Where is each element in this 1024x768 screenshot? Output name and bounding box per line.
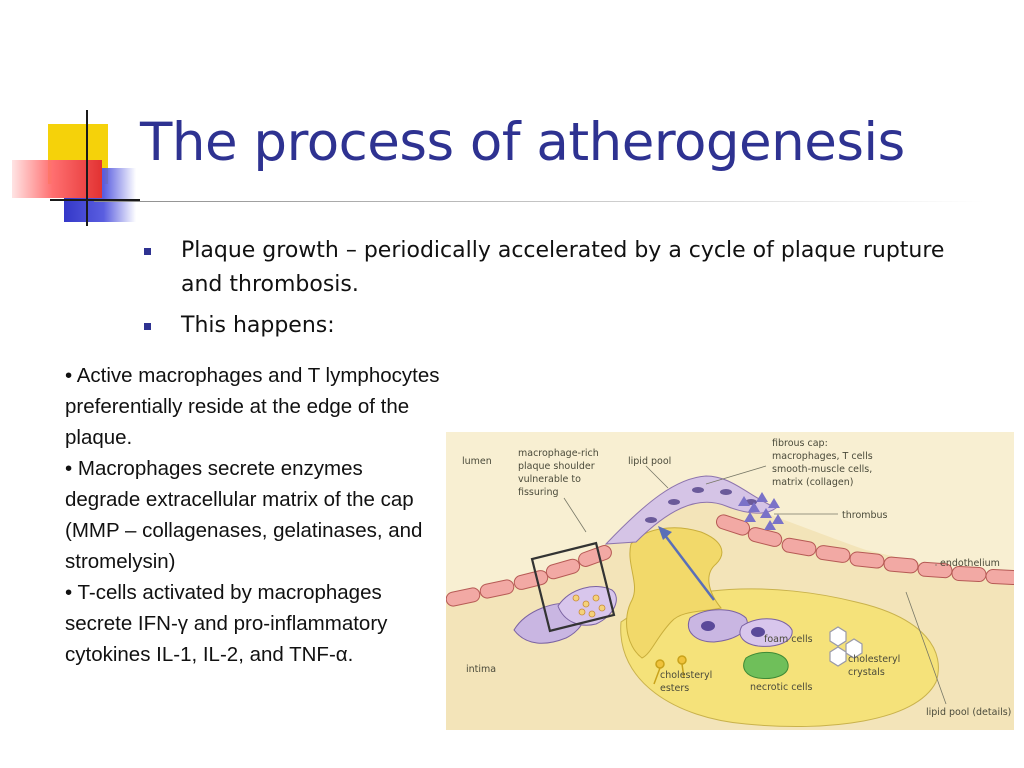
label-intima: intima — [466, 664, 496, 675]
endothelium-cells — [446, 514, 1014, 607]
cholesteryl-crystals-shape — [829, 626, 863, 667]
leader-lines — [563, 465, 947, 705]
label-shoulder-4: fissuring — [518, 487, 559, 498]
shoulder-highlight-box — [530, 541, 616, 633]
foam-cell-nucleus — [751, 627, 765, 637]
deco-vertical-line — [86, 110, 88, 226]
label-fibrous-cap-2: macrophages, T cells — [772, 451, 873, 462]
label-shoulder-3: vulnerable to — [518, 474, 581, 485]
bullet-item: This happens: — [144, 309, 964, 343]
growth-arrow — [663, 533, 715, 601]
label-endothelium: endothelium — [940, 558, 1000, 569]
label-foam-cells: foam cells — [764, 634, 813, 645]
label-fibrous-cap-4: matrix (collagen) — [772, 477, 853, 488]
lipid-pool-core — [626, 527, 723, 659]
label-thrombus: thrombus — [842, 510, 888, 521]
label-cholesteryl-crystals-2: crystals — [848, 667, 885, 678]
foam-cell-nucleus — [701, 621, 715, 631]
label-shoulder-2: plaque shoulder — [518, 461, 595, 472]
foam-cell — [739, 618, 793, 647]
bullet-text: Plaque growth – periodically accelerated… — [181, 238, 945, 297]
detail-paragraph: • Macrophages secrete enzymes degrade ex… — [65, 457, 423, 573]
bullet-list: Plaque growth – periodically accelerated… — [144, 234, 964, 350]
label-lipid-pool-details: lipid pool (details) — [926, 707, 1011, 718]
label-fibrous-cap-3: smooth-muscle cells, — [772, 464, 872, 475]
square-bullet-icon — [144, 248, 151, 255]
slide-title: The process of atherogenesis — [140, 112, 905, 173]
label-lumen: lumen — [462, 456, 492, 467]
square-bullet-icon — [144, 323, 151, 330]
deco-horizontal-line — [50, 199, 140, 201]
label-cholesteryl-esters-1: cholesteryl — [660, 670, 712, 681]
growth-arrowhead — [658, 526, 672, 540]
bullet-text: This happens: — [181, 313, 335, 338]
label-lipid-pool: lipid pool — [628, 456, 671, 467]
thrombus-shape — [738, 492, 784, 530]
detail-paragraph: • T-cells activated by macrophages secre… — [65, 581, 388, 666]
label-necrotic-cells: necrotic cells — [750, 682, 813, 693]
necrotic-cell — [743, 651, 789, 679]
label-shoulder-1: macrophage-rich — [518, 448, 599, 459]
cholesteryl-esters-shape — [653, 655, 687, 685]
label-fibrous-cap-1: fibrous cap: — [772, 438, 828, 449]
detail-paragraph: • Active macrophages and T lymphocytes p… — [65, 364, 440, 449]
detail-text-box: • Active macrophages and T lymphocytes p… — [65, 360, 440, 670]
cap-cell-nuclei — [645, 487, 757, 523]
deco-red-bar — [12, 160, 102, 198]
title-underline — [94, 201, 984, 202]
atherosclerotic-plaque-illustration: lumen macrophage-rich plaque shoulder vu… — [446, 432, 1014, 730]
label-cholesteryl-crystals-1: cholesteryl — [848, 654, 900, 665]
lipid-droplets — [572, 594, 606, 618]
bullet-item: Plaque growth – periodically accelerated… — [144, 234, 964, 302]
label-cholesteryl-esters-2: esters — [660, 683, 689, 694]
